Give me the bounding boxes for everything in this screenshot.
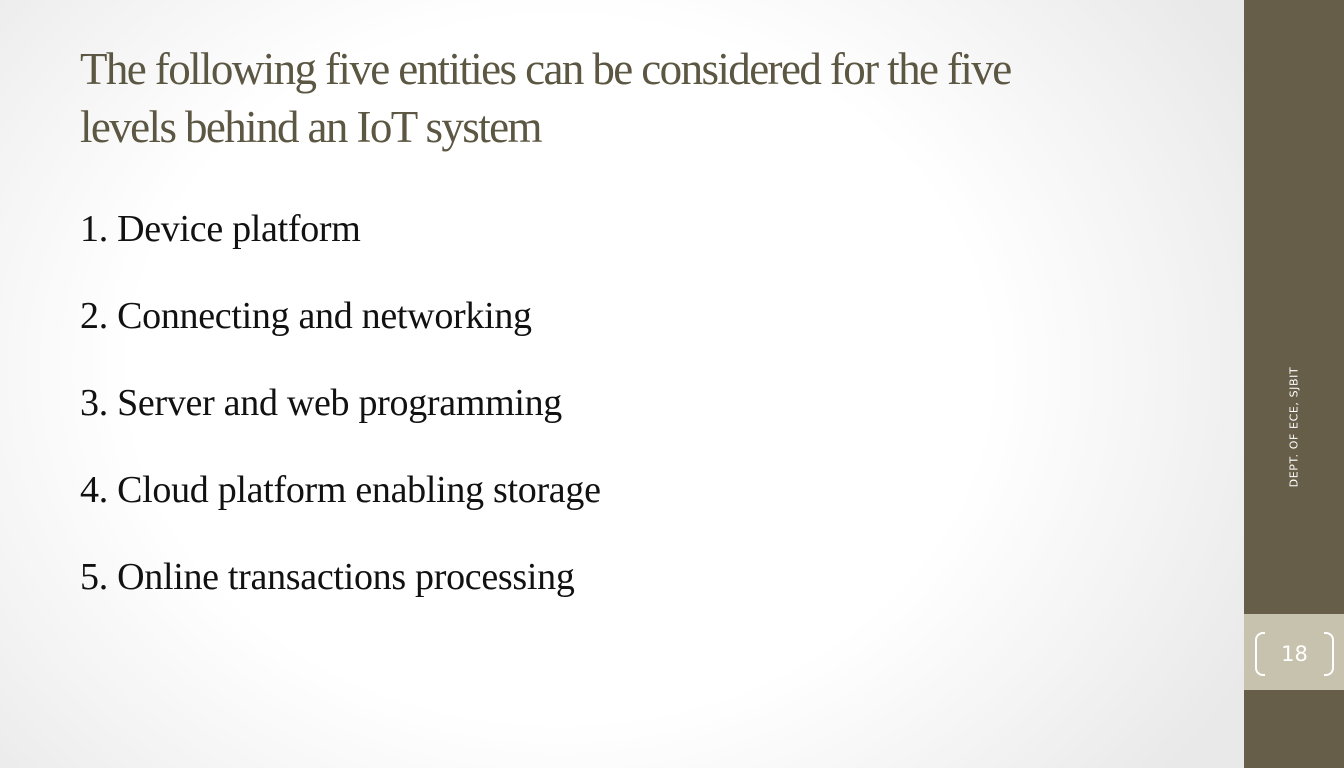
list-item: 4. Cloud platform enabling storage [80,469,601,511]
slide-title-line: The following five entities can be consi… [80,44,1012,94]
slide-title: The following five entities can be consi… [80,40,1190,156]
slide-title-line: levels behind an IoT system [80,102,542,152]
list-item: 1. Device platform [80,208,361,250]
list-item: 2. Connecting and networking [80,295,532,337]
list-item: 3. Server and web programming [80,382,562,424]
slide-content-area: The following five entities can be consi… [0,0,1244,768]
footer-text: DEPT. OF ECE, SJBIT [1287,366,1301,488]
left-bracket-decoration [1255,632,1265,676]
entity-list: 1. Device platform 2. Connecting and net… [80,200,601,635]
page-number: 18 [1281,642,1308,666]
list-item: 5. Online transactions processing [80,556,575,598]
right-bracket-decoration [1324,632,1334,676]
page-number-band [1244,614,1344,690]
